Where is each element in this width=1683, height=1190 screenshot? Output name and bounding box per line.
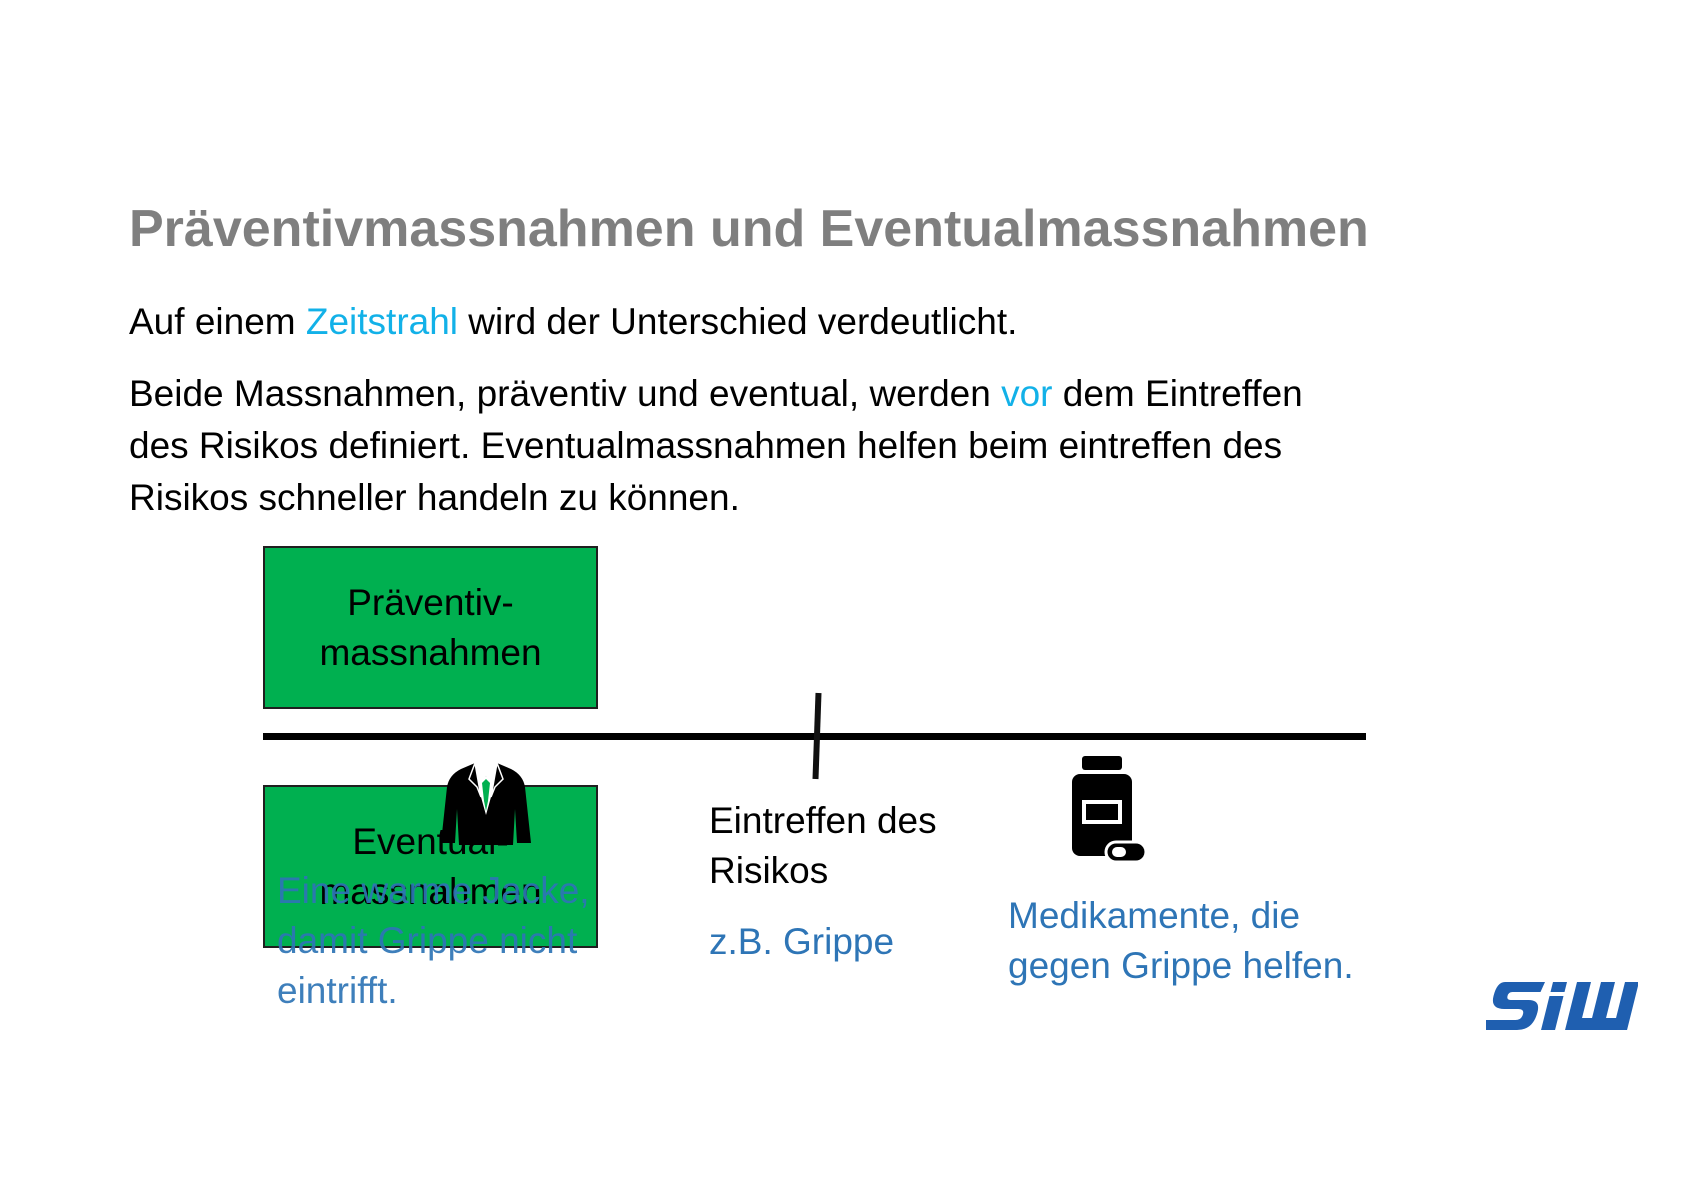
contingency-measures-box: Eventual- massnahmen — [263, 785, 598, 948]
explanation-line-3: Risikos schneller handeln zu können. — [129, 477, 740, 518]
preventive-measures-label: Präventiv- massnahmen — [319, 581, 542, 673]
preventive-measures-box: Präventiv- massnahmen — [263, 546, 598, 709]
explanation-line-1: Beide Massnahmen, präventiv und eventual… — [129, 368, 1303, 420]
medicine-bottle-icon — [1072, 756, 1148, 864]
explanation-paragraph: Beide Massnahmen, präventiv und eventual… — [129, 368, 1303, 524]
explanation-text-after: dem Eintreffen — [1052, 373, 1303, 414]
explanation-highlight: vor — [1001, 373, 1053, 414]
contingency-measures-label: Eventual- massnahmen — [319, 820, 542, 912]
intro-text-before: Auf einem — [129, 301, 306, 342]
intro-text-after: wird der Unterschied verdeutlicht. — [458, 301, 1018, 342]
preventive-example-text: Eine warme Jacke, damit Grippe nicht ein… — [277, 870, 590, 1011]
intro-paragraph: Auf einem Zeitstrahl wird der Unterschie… — [129, 296, 1017, 348]
explanation-text-before: Beide Massnahmen, präventiv und eventual… — [129, 373, 1002, 414]
risk-event-example: z.B. Grippe — [709, 921, 895, 962]
slide-title: Präventivmassnahmen und Eventualmassnahm… — [129, 200, 1369, 258]
explanation-line-2: des Risikos definiert. Eventualmassnahme… — [129, 425, 1283, 466]
intro-highlight: Zeitstrahl — [305, 301, 459, 342]
contingency-example-text: Medikamente, die gegen Grippe helfen. — [1008, 895, 1354, 986]
risk-event-label: Eintreffen des Risikos — [709, 800, 937, 891]
siw-logo — [1486, 982, 1638, 1030]
jacket-icon — [441, 760, 531, 845]
